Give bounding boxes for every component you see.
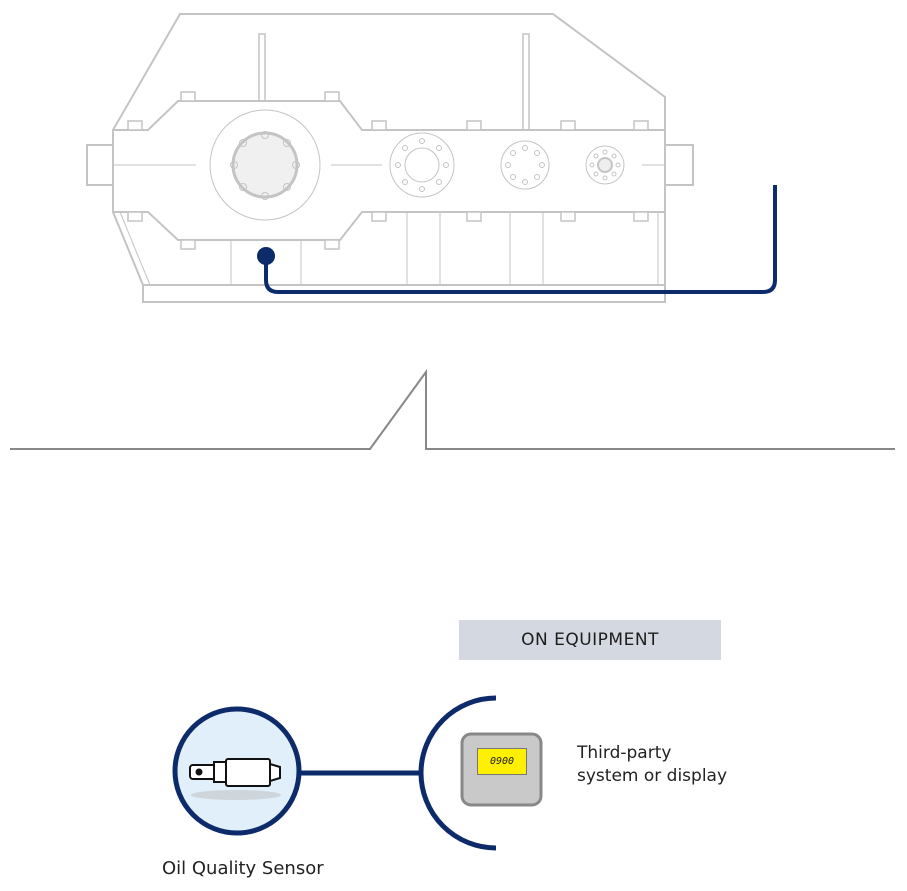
on-equipment-label: ON EQUIPMENT (459, 620, 721, 660)
bolt-heads (127, 91, 649, 250)
gearbox-drawing (86, 13, 694, 303)
display-label-line2: system or display (577, 766, 728, 786)
flange-large (209, 109, 321, 221)
sensor-mount-point (257, 247, 275, 265)
display-label: Third-party system or display (577, 742, 727, 788)
sensor-node (172, 706, 420, 836)
display-bracket-arc (418, 695, 497, 851)
oil-sensor-icon (189, 758, 281, 800)
break-line (10, 368, 895, 450)
display-readout: 0900 (477, 748, 527, 775)
sensor-cable (257, 185, 777, 294)
flange-3 (500, 140, 550, 190)
flange-4 (585, 145, 625, 185)
sensor-label: Oil Quality Sensor (162, 858, 324, 879)
display-label-line1: Third-party (577, 743, 672, 763)
flange-2 (389, 132, 455, 198)
